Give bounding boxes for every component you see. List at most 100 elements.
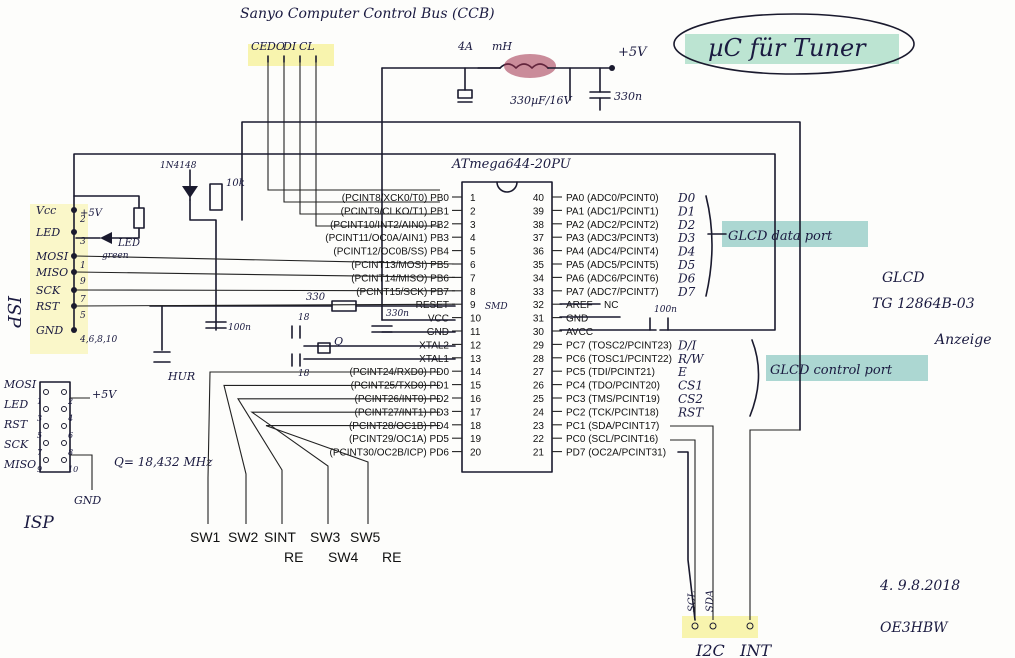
isp-signal-label: SCK xyxy=(36,284,61,297)
chip-notch xyxy=(496,181,518,193)
switch-wire xyxy=(223,384,440,524)
isp-connector-pin xyxy=(61,440,67,446)
ccb-pin-di: DI xyxy=(282,40,297,53)
net-label: D0 xyxy=(677,191,696,205)
inductor-highlight xyxy=(504,54,556,78)
isp-signal-label: Vcc xyxy=(36,204,56,217)
right-pin-name: PC4 (TDO/PCINT20) xyxy=(566,381,660,392)
right-pin-number: 31 xyxy=(533,314,545,325)
crystal-cap1: 18 xyxy=(298,313,310,323)
isp-pin-number: 4,6,8,10 xyxy=(79,335,117,345)
isp-connector-pin-number: 9 xyxy=(37,465,42,474)
left-pin-name: (PCINT29/OC1A) PD5 xyxy=(349,434,449,445)
supply-section: 4A mH +5V 330µF/16V 330n xyxy=(381,40,648,321)
right-pin-name: PC2 (TCK/PCINT18) xyxy=(566,407,659,418)
left-pin-number: 5 xyxy=(470,247,476,258)
isp-connector-pin-number: 1 xyxy=(37,397,42,406)
left-pin-number: 19 xyxy=(470,434,482,445)
left-pin-number: 1 xyxy=(470,193,476,204)
right-pin-number: 36 xyxy=(533,247,545,258)
right-pin-name: PC0 (SCL/PCINT16) xyxy=(566,434,658,445)
data-bus-brace xyxy=(705,195,713,297)
glcd-name: GLCD xyxy=(882,270,924,286)
isp-pin-dot xyxy=(71,303,77,309)
pullup-label: 10k xyxy=(226,178,245,189)
bottom-connector-highlight xyxy=(682,616,758,638)
right-pin-name: AREF xyxy=(566,300,593,311)
left-pin-name: (PCINT30/OC2B/ICP) PD6 xyxy=(330,448,450,459)
isp-connector-pin-number: 3 xyxy=(37,414,42,423)
isp-connector-gnd: GND xyxy=(74,494,101,507)
vcc-cap-label: 330n xyxy=(386,309,409,319)
right-pin-name: AVCC xyxy=(566,327,593,338)
net-label: RST xyxy=(677,405,704,419)
left-pin-number: 7 xyxy=(470,273,476,284)
isp-connector-pin xyxy=(61,406,67,412)
left-pin-name: VCC xyxy=(428,314,449,325)
electrolytic-cap-label: 330µF/16V xyxy=(510,94,572,107)
isp-wire xyxy=(75,271,456,278)
glcd-data-port-label: GLCD data port xyxy=(728,229,833,244)
control-bus-brace xyxy=(749,339,760,417)
i2c-label: I2C xyxy=(695,641,725,658)
isp-connector-pin-number: 6 xyxy=(68,431,73,440)
left-pin-name: (PCINT13/MOSI) PB5 xyxy=(351,260,449,271)
i2c-pin-sda: SDA xyxy=(705,590,716,612)
left-pin-name: (PCINT14/MISO) PB6 xyxy=(351,273,449,284)
net-label: D5 xyxy=(677,258,695,272)
switch-sublabel: RE xyxy=(382,549,401,565)
isp-connector-title: ISP xyxy=(23,513,54,533)
isp-connector-pin-number: 7 xyxy=(37,448,43,457)
crystal-label: Q xyxy=(334,335,343,348)
isp-signal-label: MISO xyxy=(35,266,68,279)
right-pin-number: 25 xyxy=(533,394,545,405)
isp-pin-dot xyxy=(71,327,77,333)
isp-connector-body xyxy=(39,381,71,473)
isp-led-label: LED xyxy=(117,238,140,249)
fuse-label: 4A xyxy=(457,40,473,53)
ccb-pin-ce: CE xyxy=(251,40,267,53)
left-pin-name: (PCINT25/TXD0) PD1 xyxy=(351,381,450,392)
switch-sublabel: SW4 xyxy=(328,549,359,565)
left-pin-number: 8 xyxy=(470,287,476,298)
net-label: D4 xyxy=(677,245,695,259)
right-pin-number: 29 xyxy=(533,340,545,351)
smd-label: SMD xyxy=(485,302,508,312)
ccb-highlight xyxy=(248,44,334,66)
right-pin-name: GND xyxy=(566,314,588,325)
switch-sublabel: RE xyxy=(284,549,303,565)
left-pin-number: 18 xyxy=(470,421,482,432)
bottom-pin-dot xyxy=(709,622,717,630)
left-pin-name: (PCINT28/OC1B) PD4 xyxy=(349,421,449,432)
left-pin-name: (PCINT15/SCK) PB7 xyxy=(356,287,449,298)
reset-resistor-label: 330 xyxy=(306,292,326,303)
isp-wire xyxy=(75,289,456,292)
isp-connector-pin-number: 5 xyxy=(37,431,42,440)
isp-pin-number: 5 xyxy=(80,311,86,321)
right-pin-name: PC1 (SDA/PCINT17) xyxy=(566,421,659,432)
crystal-cap2: 18 xyxy=(298,369,310,379)
left-pin-number: 14 xyxy=(470,367,482,378)
right-pin-name: PA5 (ADC5/PCINT5) xyxy=(566,260,659,271)
isp-pin-dot xyxy=(71,229,77,235)
vcc-rail xyxy=(241,121,801,431)
left-pin-name: (PCINT9/CLKO/T1) PB1 xyxy=(341,206,450,217)
isp-connector-label: MISO xyxy=(3,458,36,471)
date-label: 4. 9.8.2018 xyxy=(879,578,960,594)
isp-connector-label: SCK xyxy=(4,438,29,451)
isp-pin-number: 1 xyxy=(80,261,86,271)
title-highlight xyxy=(685,34,899,64)
left-pin-name: (PCINT10/INT2/AIN0) PB2 xyxy=(330,220,449,231)
crystal-frequency: Q= 18,432 MHz xyxy=(114,455,213,469)
int-label: INT xyxy=(739,641,772,658)
isp-connector-pin xyxy=(43,389,49,395)
left-pin-number: 13 xyxy=(470,354,482,365)
right-pin-name: PC7 (TOSC2/PCINT23) xyxy=(566,340,672,351)
title-ellipse xyxy=(673,13,915,75)
net-label: D7 xyxy=(677,285,696,299)
